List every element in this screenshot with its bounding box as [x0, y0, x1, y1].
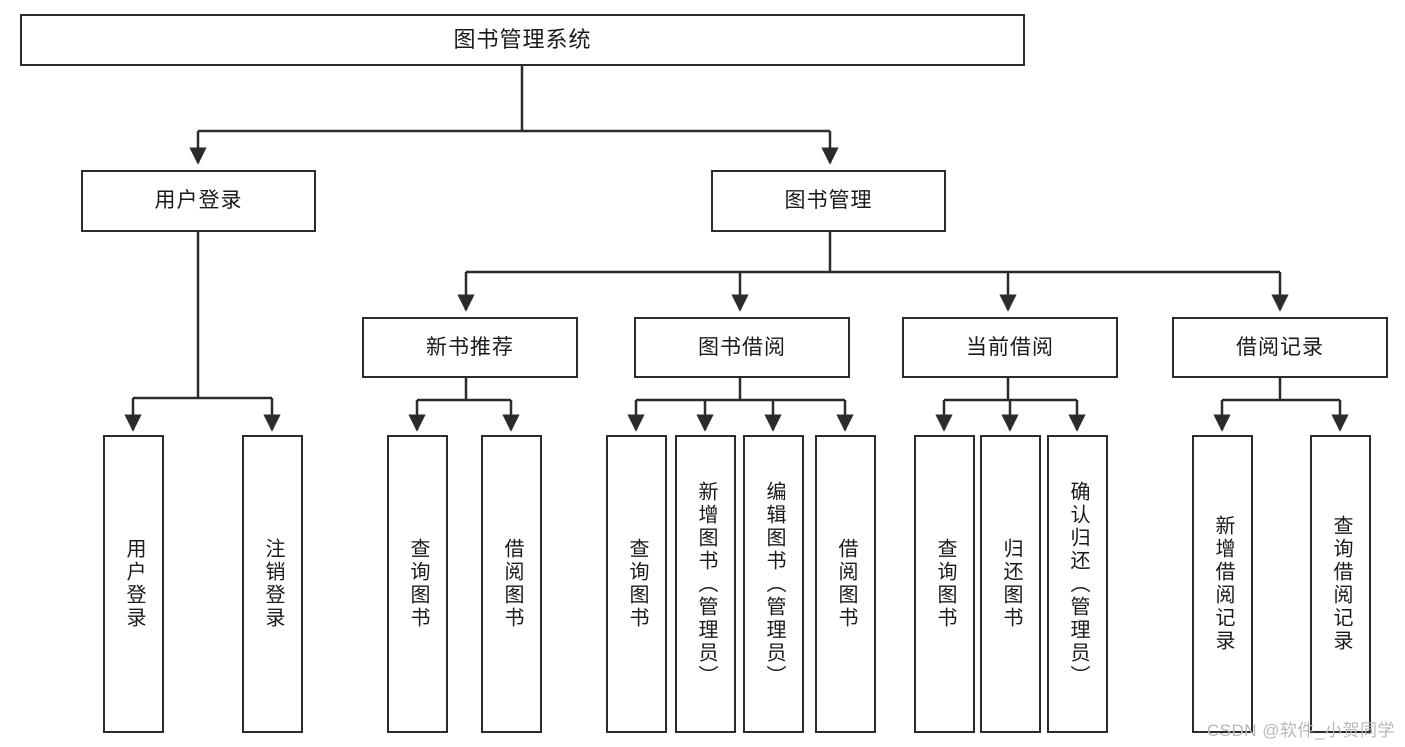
node-label: 归还图书: [1000, 538, 1022, 630]
node-user-login[interactable]: 用户登录: [81, 170, 316, 232]
node-label: 图书借阅: [698, 335, 786, 359]
node-label: 借阅图书: [501, 538, 523, 630]
node-current-borrow[interactable]: 当前借阅: [902, 317, 1118, 378]
leaf-add-borrow-record[interactable]: 新增借阅记录: [1192, 435, 1253, 733]
node-root-system[interactable]: 图书管理系统: [20, 14, 1025, 66]
leaf-return-books[interactable]: 归还图书: [980, 435, 1041, 733]
leaf-query-books-current[interactable]: 查询图书: [914, 435, 975, 733]
leaf-add-book-admin[interactable]: 新增图书（管理员）: [675, 435, 736, 733]
leaf-query-books-borrow[interactable]: 查询图书: [606, 435, 667, 733]
node-label: 注销登录: [262, 538, 284, 630]
node-book-borrow[interactable]: 图书借阅: [634, 317, 850, 378]
leaf-confirm-return-admin[interactable]: 确认归还（管理员）: [1047, 435, 1108, 733]
node-label: 新书推荐: [426, 335, 514, 359]
leaf-edit-book-admin[interactable]: 编辑图书（管理员）: [743, 435, 804, 733]
leaf-logout[interactable]: 注销登录: [242, 435, 303, 733]
node-label: 查询借阅记录: [1330, 515, 1352, 653]
node-label: 查询图书: [626, 538, 648, 630]
node-label: 查询图书: [934, 538, 956, 630]
node-label: 新增图书（管理员）: [695, 480, 717, 688]
node-new-book-recommend[interactable]: 新书推荐: [362, 317, 578, 378]
node-label: 编辑图书（管理员）: [763, 480, 785, 688]
node-label: 查询图书: [407, 538, 429, 630]
leaf-borrow-books[interactable]: 借阅图书: [815, 435, 876, 733]
node-label: 借阅记录: [1236, 335, 1324, 359]
node-borrow-records[interactable]: 借阅记录: [1172, 317, 1388, 378]
node-label: 用户登录: [123, 538, 145, 630]
node-label: 图书管理系统: [453, 26, 592, 52]
leaf-query-books-recommend[interactable]: 查询图书: [387, 435, 448, 733]
node-label: 用户登录: [154, 189, 243, 213]
leaf-user-login[interactable]: 用户登录: [103, 435, 164, 733]
node-label: 当前借阅: [966, 335, 1054, 359]
leaf-query-borrow-record[interactable]: 查询借阅记录: [1310, 435, 1371, 733]
leaf-borrow-books-recommend[interactable]: 借阅图书: [481, 435, 542, 733]
node-label: 图书管理: [784, 189, 873, 213]
node-label: 新增借阅记录: [1212, 515, 1234, 653]
node-label: 借阅图书: [835, 538, 857, 630]
node-book-management[interactable]: 图书管理: [711, 170, 946, 232]
node-label: 确认归还（管理员）: [1067, 480, 1089, 688]
